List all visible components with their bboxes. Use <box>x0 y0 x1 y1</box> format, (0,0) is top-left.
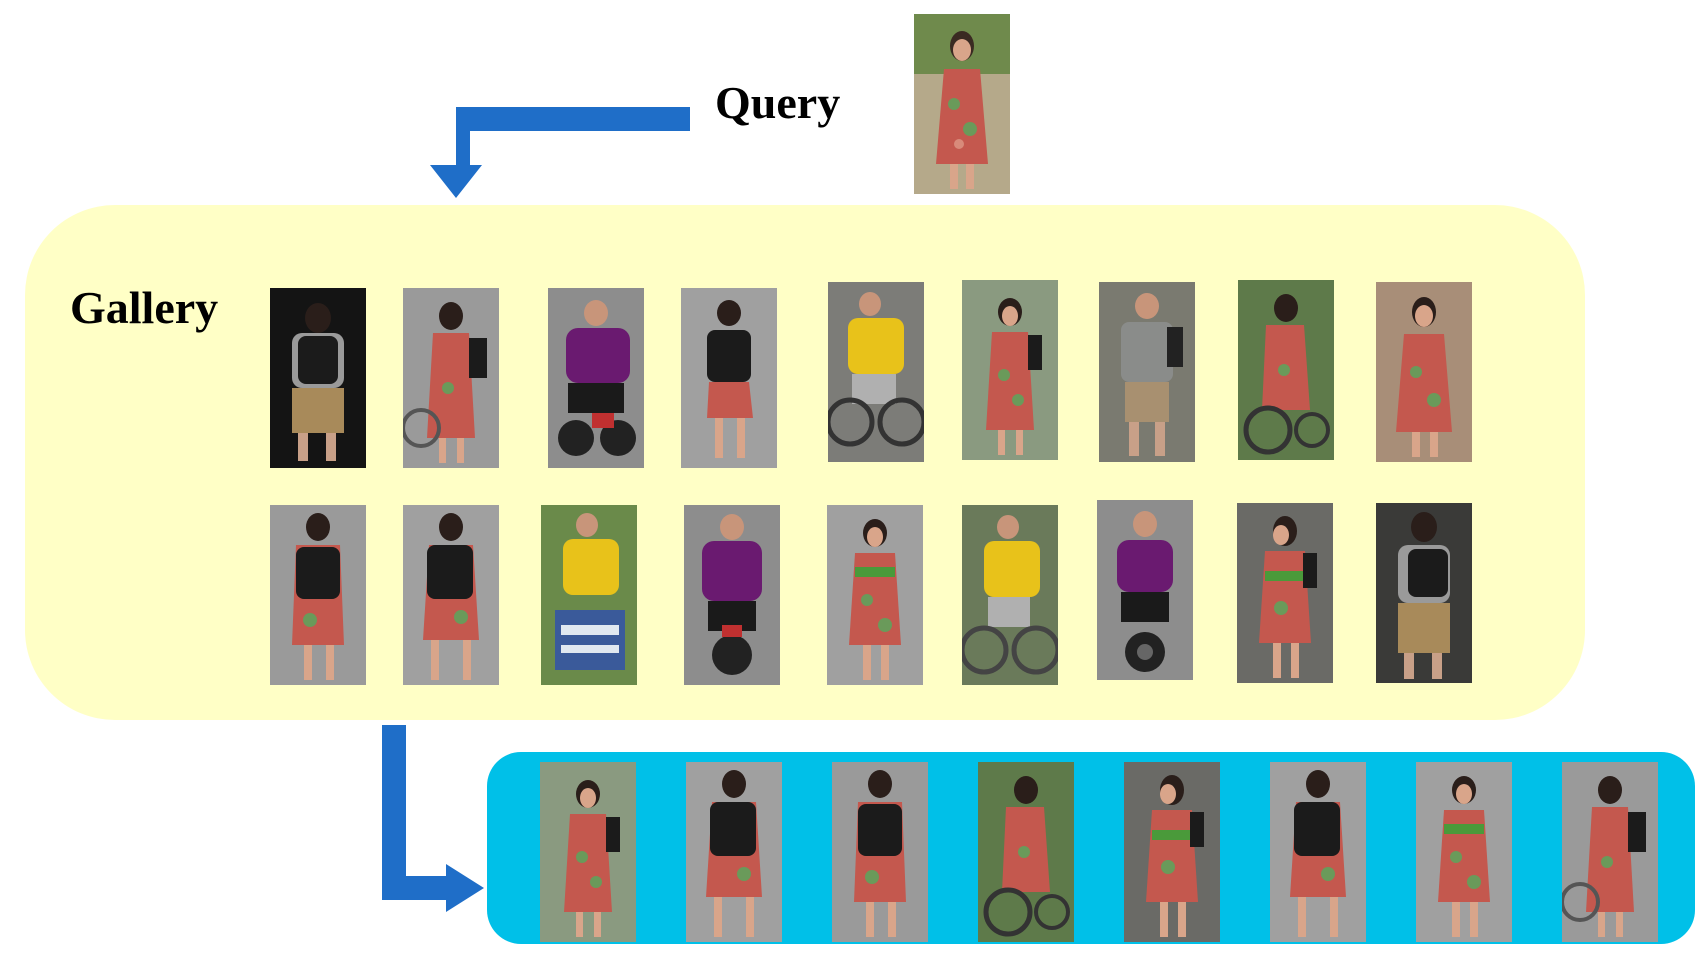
result-image <box>686 762 782 942</box>
result-image <box>1562 762 1658 942</box>
result-image <box>540 762 636 942</box>
gallery-image <box>270 288 366 468</box>
gallery-image <box>827 505 923 685</box>
gallery-image <box>1099 282 1195 462</box>
gallery-image <box>403 505 499 685</box>
gallery-image <box>1376 282 1472 462</box>
query-label: Query <box>715 77 841 128</box>
gallery-image <box>962 280 1058 460</box>
result-image <box>1270 762 1366 942</box>
gallery-image <box>1097 500 1193 680</box>
gallery-image <box>1238 280 1334 460</box>
gallery-image <box>548 288 644 468</box>
gallery-image <box>1237 503 1333 683</box>
gallery-image <box>541 505 637 685</box>
gallery-image <box>403 288 499 468</box>
gallery-image <box>684 505 780 685</box>
result-image <box>1124 762 1220 942</box>
person-dress-front-icon <box>914 14 1010 194</box>
result-image <box>1416 762 1512 942</box>
gallery-label: Gallery <box>70 282 219 333</box>
result-panel <box>487 752 1695 944</box>
result-image <box>978 762 1074 942</box>
gallery-image <box>828 282 924 462</box>
gallery-image <box>681 288 777 468</box>
gallery-image <box>1376 503 1472 683</box>
result-image <box>832 762 928 942</box>
query-image <box>914 14 1010 194</box>
gallery-image <box>962 505 1058 685</box>
gallery-image <box>270 505 366 685</box>
